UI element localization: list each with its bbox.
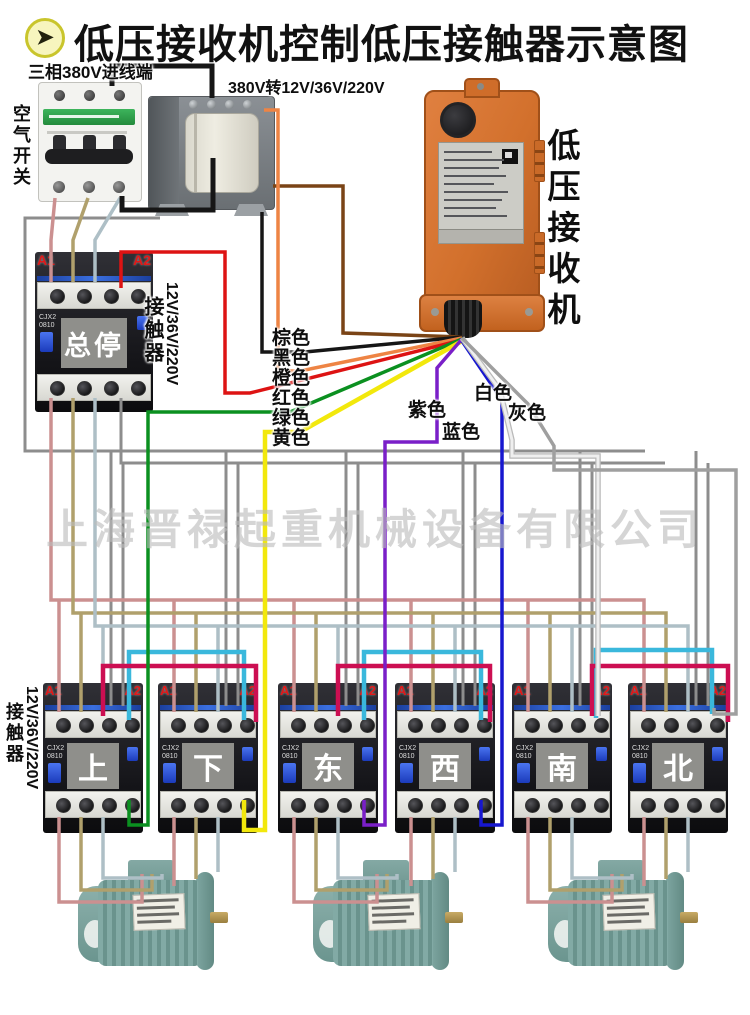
transformer xyxy=(148,96,275,216)
receiver-knob xyxy=(440,102,476,138)
wire-label-white: 白色 xyxy=(474,383,513,404)
terminal-a2-label: A2 xyxy=(239,683,256,698)
terminal-a2-label: A2 xyxy=(124,683,141,698)
breaker-toggle xyxy=(45,149,133,164)
contactor-tag: 西 xyxy=(419,743,471,789)
terminal-a1-label: A1 xyxy=(37,252,55,268)
row-voltage-label: 12V/36V/220V xyxy=(23,686,40,790)
cable-gland xyxy=(444,300,482,338)
transformer-label: 380V转12V/36V/220V xyxy=(228,80,385,97)
contactor-tag: 总停 xyxy=(61,318,127,368)
contactor-tag: 南 xyxy=(536,743,588,789)
wire-label-gray: 灰色 xyxy=(508,403,547,424)
contactor-tag: 下 xyxy=(182,743,234,789)
circuit-breaker xyxy=(38,82,142,202)
terminal-a2-label: A2 xyxy=(359,683,376,698)
wire-label-purple: 紫色 xyxy=(408,400,447,421)
terminal-a2-label: A2 xyxy=(593,683,610,698)
terminal-a1-label: A1 xyxy=(45,683,62,698)
motor-1 xyxy=(78,860,228,980)
air-switch-label: 空气开关 xyxy=(11,104,31,188)
terminal-a1-label: A1 xyxy=(160,683,177,698)
terminal-a2-label: A2 xyxy=(476,683,493,698)
contactor-tag: 上 xyxy=(67,743,119,789)
wire-label-yellow: 黄色 xyxy=(272,428,311,449)
receiver-label: 低压接收机 xyxy=(542,128,578,333)
receiver-nameplate xyxy=(438,142,524,244)
terminal-a1-label: A1 xyxy=(280,683,297,698)
terminal-a1-label: A1 xyxy=(397,683,414,698)
breaker-brand-band xyxy=(43,109,135,125)
transformer-coil xyxy=(185,113,259,193)
contactor-tag: 北 xyxy=(652,743,704,789)
contactor-tag: 东 xyxy=(302,743,354,789)
row-type-label: 接触器 xyxy=(4,702,24,765)
watermark: 上海晋禄起重机械设备有限公司 xyxy=(45,506,704,553)
incoming-power-label: 三相380V进线端 xyxy=(28,63,153,82)
brand-logo-icon xyxy=(502,149,518,164)
radio-receiver xyxy=(419,78,545,332)
arrow-badge-icon: ➤ xyxy=(25,18,65,58)
motor-3 xyxy=(548,860,698,980)
wire-label-blue: 蓝色 xyxy=(442,422,481,443)
terminal-a1-label: A1 xyxy=(514,683,531,698)
terminal-a1-label: A1 xyxy=(630,683,647,698)
terminal-a2-label: A2 xyxy=(709,683,726,698)
terminal-a2-label: A2 xyxy=(133,252,151,268)
page-title: 低压接收机控制低压接触器示意图 xyxy=(74,22,689,67)
master-voltage-label: 12V/36V/220V xyxy=(163,282,180,386)
motor-2 xyxy=(313,860,463,980)
